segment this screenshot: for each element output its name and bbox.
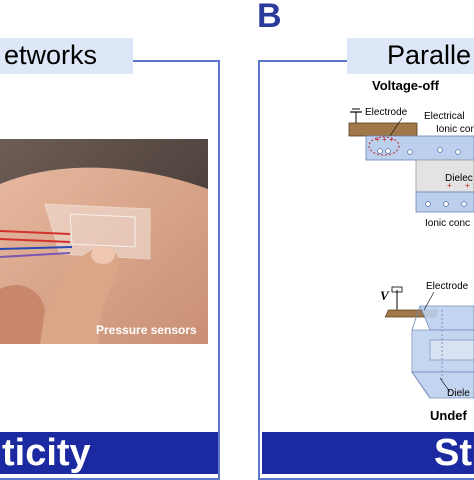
electrical-label: Electrical (424, 111, 465, 122)
photo-caption: Pressure sensors (96, 323, 197, 337)
svg-text:+: + (375, 135, 380, 144)
panel-b-title: Paralle (347, 38, 474, 74)
electrode-label-top: Electrode (365, 107, 408, 118)
dielectric-label-top: Dielec (445, 173, 473, 184)
panel-b-bottom-label: Str (262, 432, 474, 474)
panel-b-letter: B (257, 0, 282, 35)
undeformed-label: Undef (430, 408, 467, 423)
ionic-conductor-top-label: Ionic conc (436, 124, 474, 135)
dielectric-label-bottom: Diele (447, 388, 470, 399)
ionic-conductor-bottom-label: Ionic conc (425, 218, 471, 229)
panel-a-bottom-label: ticity (0, 432, 218, 474)
svg-text:+: + (389, 135, 394, 144)
voltage-off-label: Voltage-off (372, 78, 439, 93)
electrode-label-bottom: Electrode (426, 281, 469, 292)
svg-text:+: + (465, 181, 470, 190)
voltage-symbol: V (380, 288, 389, 303)
panel-a-title: etworks (0, 38, 133, 74)
svg-text:+: + (447, 181, 452, 190)
svg-text:+: + (382, 135, 387, 144)
pressure-sensor-photo: Pressure sensors (0, 139, 208, 344)
